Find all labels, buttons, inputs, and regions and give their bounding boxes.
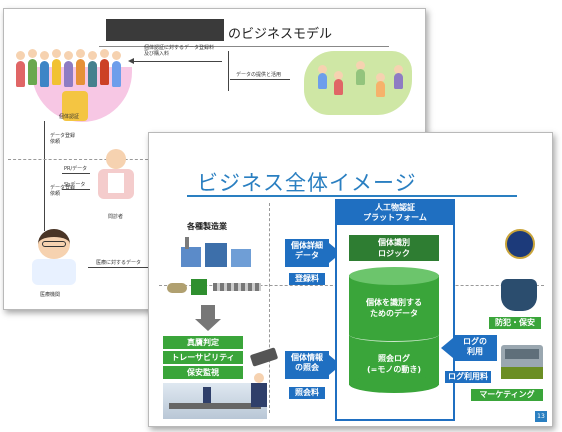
query-info-button: 個体情報 の照会: [285, 351, 329, 379]
people-group-illustration: [14, 41, 139, 122]
bottom-person-label: 医療機関: [40, 292, 61, 298]
top-arrow-head: [128, 58, 134, 64]
use-item-security-monitoring: 保安監視: [163, 366, 243, 379]
doctor-illustration: [30, 229, 80, 285]
use-item-traceability: トレーサビリティ: [163, 351, 243, 364]
center-vertical-line: [228, 51, 229, 91]
bottom-arrow-label: 医療に対するデータ: [96, 260, 142, 266]
middle-person-label: 問診者: [108, 214, 124, 220]
back-slide-title: のビジネスモデル: [228, 27, 333, 42]
db-top-text: 個体を識別する ためのデータ: [366, 298, 422, 318]
top-arrow: [132, 61, 222, 62]
officer-icon: [249, 373, 269, 415]
dashed-divider: [8, 159, 148, 160]
left-label-2: データ登録 依頼: [50, 133, 76, 145]
redacted-title-bar: [106, 19, 224, 41]
top-arrow-label: 個体認証に対するデータ登録料 及び購入料: [144, 45, 215, 57]
security-label: 防犯・保安: [489, 317, 541, 329]
mid-label-2: Shデータ: [64, 182, 86, 188]
platform-title: 人工物認証 プラットフォーム: [337, 201, 453, 225]
down-arrow-head: [195, 319, 221, 331]
map-illustration: [304, 51, 412, 115]
front-slide: ビジネス全体イメージ 各種製造業 真贋判定 トレーサビリティ 保安監視 個体詳細…: [148, 132, 553, 427]
patient-illustration: [94, 149, 139, 209]
log-arrow: [441, 338, 453, 358]
badge-icon: [501, 279, 537, 311]
register-fee-label: 登録料: [289, 273, 325, 285]
store-illustration: [501, 345, 543, 379]
mascot-icon: [62, 91, 88, 121]
log-use-button: ログの 利用: [453, 335, 497, 361]
db-bottom-text: 照会ログ (=モノの動き): [366, 354, 421, 374]
camera-icon: [249, 347, 279, 367]
mid-arrow-2: [62, 189, 90, 190]
database-cylinder: [349, 267, 439, 393]
left-label-1: 個体認証: [59, 114, 80, 120]
front-slide-title: ビジネス全体イメージ: [197, 171, 417, 195]
products-row: [167, 277, 263, 299]
police-emblem-icon: [505, 229, 535, 259]
factory-icon: [179, 235, 253, 269]
top-right-arrow-label: データの提供と活用: [236, 72, 282, 78]
logic-box: 個体識別 ロジック: [349, 235, 439, 261]
page-number: 13: [535, 411, 547, 422]
left-label-3: データ登録 依頼: [50, 185, 76, 197]
factory-line-illustration: [163, 383, 267, 419]
bottom-arrow: [88, 267, 148, 268]
marketing-label: マーケティング: [471, 389, 543, 401]
log-fee-label: ログ利用料: [445, 371, 491, 383]
mid-arrow-1: [62, 173, 90, 174]
dashed-vertical: [269, 203, 270, 413]
mid-label-1: PR/データ: [64, 166, 88, 172]
left-vertical-line: [44, 121, 45, 231]
query-fee-label: 照会料: [289, 387, 325, 399]
right-arrow: [230, 79, 290, 80]
down-arrow-icon: [201, 305, 215, 319]
title-underline: [99, 46, 389, 47]
use-item-authenticity: 真贋判定: [163, 336, 243, 349]
manufacturer-label: 各種製造業: [187, 222, 227, 231]
title-bar: [187, 195, 517, 197]
register-data-button: 個体詳細 データ: [285, 239, 329, 267]
